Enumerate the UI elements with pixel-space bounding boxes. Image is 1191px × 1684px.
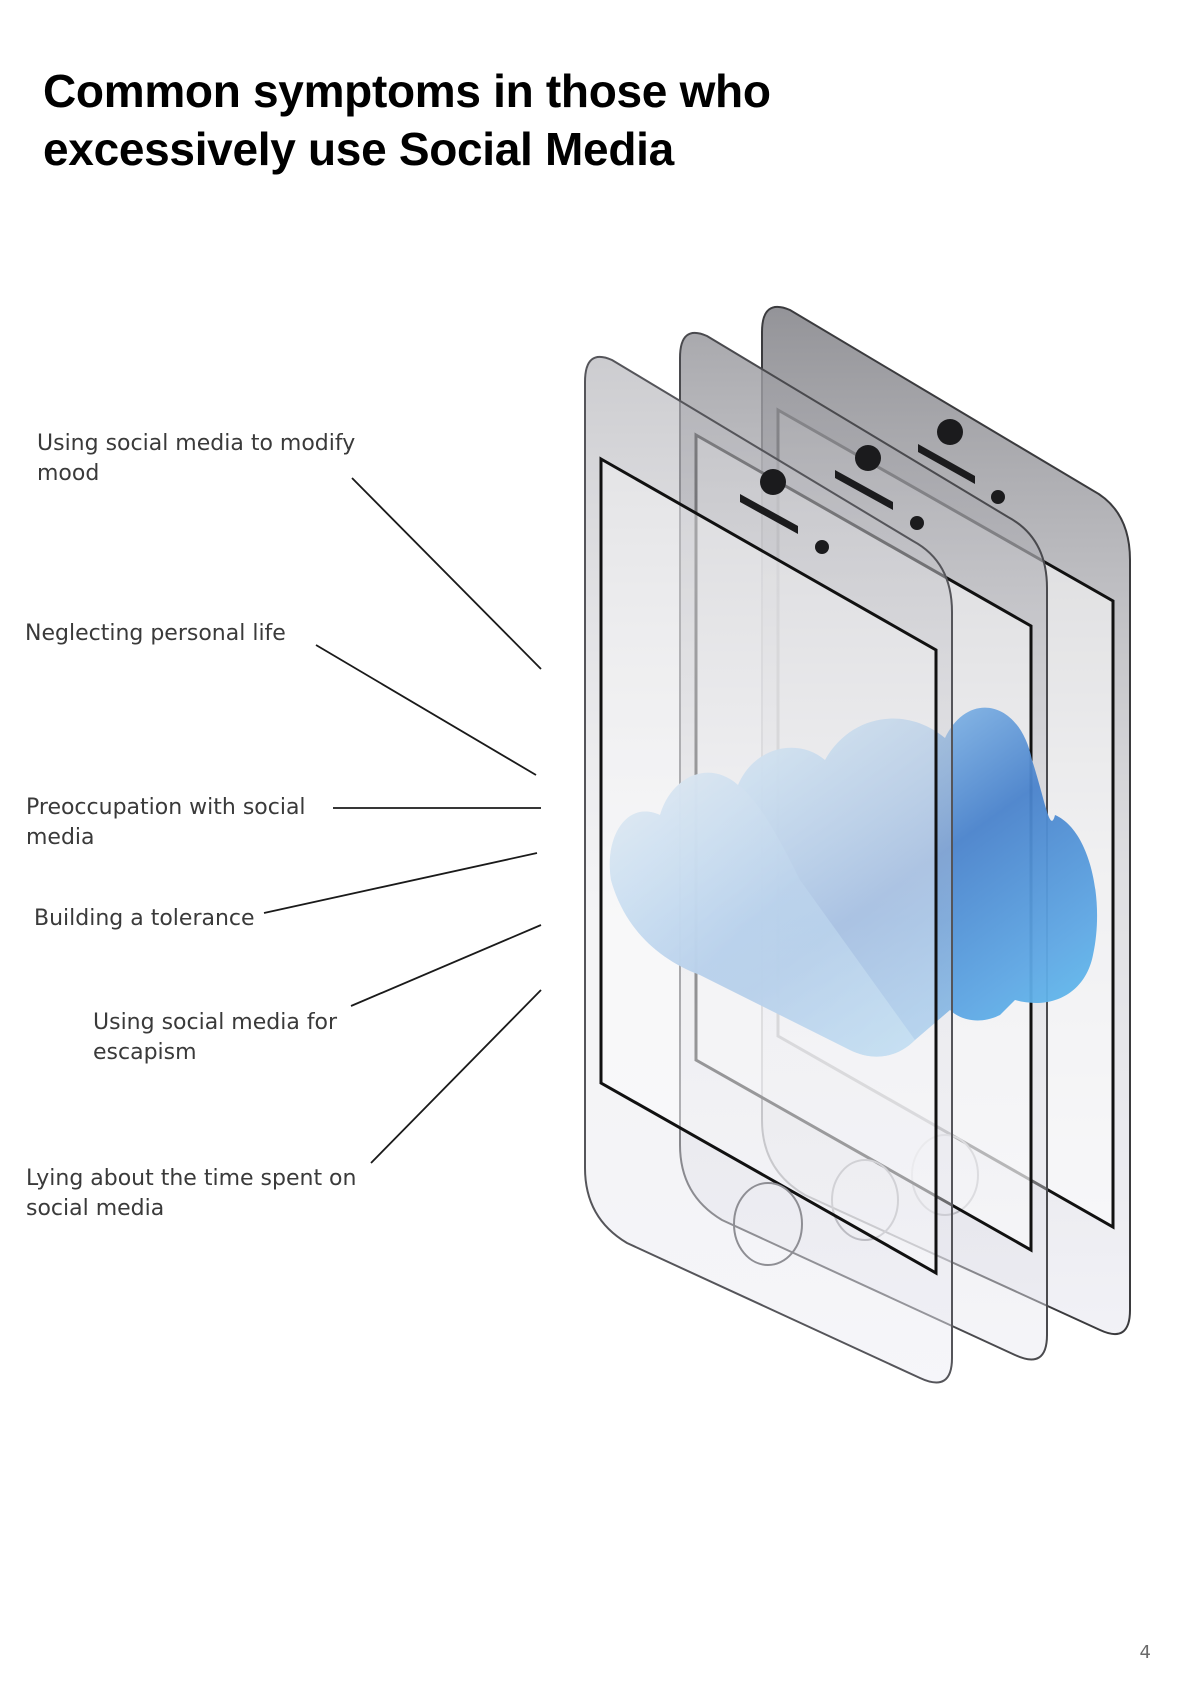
leader-lines xyxy=(263,477,542,1164)
symptom-label-escapism: Using social media for escapism xyxy=(93,1010,338,1065)
phone-front-home-button-icon xyxy=(733,1182,803,1266)
symptom-label-lying-time: Lying about the time spent on social med… xyxy=(26,1166,357,1221)
leader-line-neglecting-life xyxy=(315,644,537,776)
symptom-label-preoccupation: Preoccupation with social media xyxy=(26,795,306,850)
page-title: Common symptoms in those who excessively… xyxy=(43,65,771,175)
phone-front xyxy=(584,355,953,1384)
phone-middle-speaker-icon xyxy=(835,445,924,530)
page-number: 4 xyxy=(1139,1642,1151,1663)
phone-back-speaker-icon xyxy=(918,419,1005,504)
symptom-label-tolerance: Building a tolerance xyxy=(34,906,255,931)
leader-line-lying-time xyxy=(370,989,542,1164)
leader-line-escapism xyxy=(350,924,542,1007)
symptom-label-neglecting-life: Neglecting personal life xyxy=(25,621,286,646)
phone-front-speaker-icon xyxy=(740,469,829,554)
leader-line-modify-mood xyxy=(351,477,542,670)
symptom-label-modify-mood: Using social media to modify mood xyxy=(37,431,356,486)
leader-line-tolerance xyxy=(263,852,538,914)
